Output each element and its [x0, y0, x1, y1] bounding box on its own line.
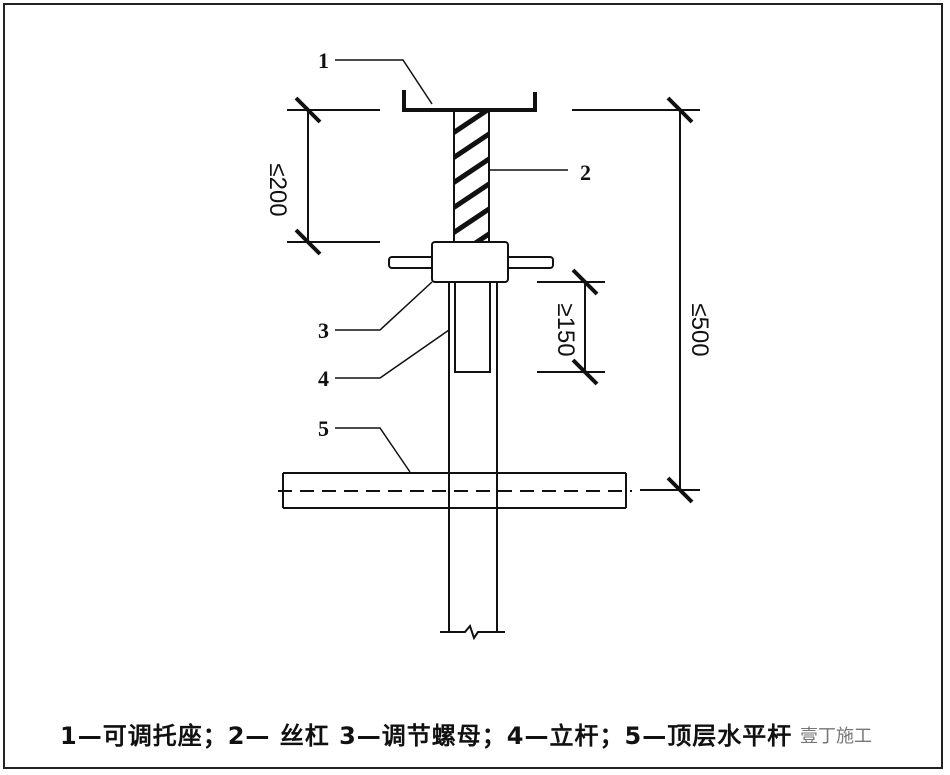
vertical-pole — [440, 282, 505, 641]
part-label-4: 4 — [318, 366, 329, 391]
top-horizontal-bar — [278, 472, 632, 509]
part-label-1: 1 — [318, 48, 329, 73]
screw-rod — [453, 109, 490, 243]
part-label-3: 3 — [318, 318, 329, 343]
figure-caption: 1—可调托座；2— 丝杠 3—调节螺母；4—立杆；5—顶层水平杆 — [60, 722, 793, 750]
dimension-top-screw: ≤200 — [264, 163, 291, 216]
adjusting-nut — [388, 241, 554, 283]
part-label-5: 5 — [318, 416, 329, 441]
u-head-bracket — [402, 90, 537, 112]
dimension-insertion: ≥150 — [552, 303, 579, 356]
figure-frame — [3, 3, 943, 769]
watermark: 壹丁施工 — [800, 726, 872, 747]
dimension-lines — [287, 96, 700, 504]
dimension-overall: ≤500 — [686, 303, 713, 356]
part-label-2: 2 — [580, 160, 591, 185]
leader-lines — [335, 59, 568, 473]
